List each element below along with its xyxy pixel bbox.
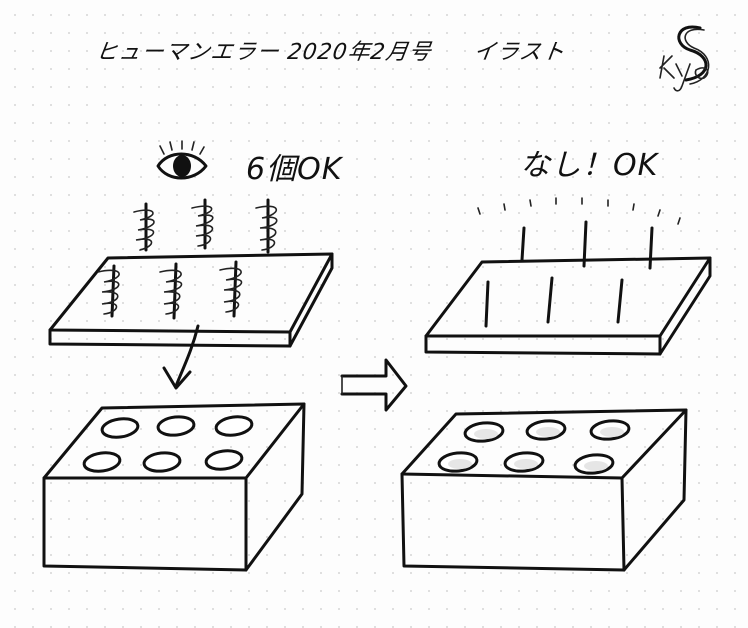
kyo-signature-icon	[659, 25, 710, 92]
right-pin-3	[648, 226, 654, 270]
left-pin-4	[97, 264, 120, 318]
left-pin-5	[159, 262, 183, 320]
left-pin-1	[133, 202, 155, 252]
left-pin-2	[191, 198, 214, 250]
left-pin-6	[219, 260, 243, 318]
right-pin-6	[616, 278, 624, 324]
down-arrow-icon	[162, 324, 200, 390]
right-pin-4	[484, 280, 490, 328]
double-arrow-right-icon	[340, 358, 408, 412]
left-hole-block	[42, 402, 306, 572]
left-pin-plate	[48, 252, 334, 348]
right-pin-5	[546, 276, 554, 324]
right-sparkle-marks	[477, 197, 681, 225]
right-hole-block	[400, 408, 688, 572]
right-pin-plate	[424, 256, 712, 356]
right-pin-2	[582, 220, 588, 268]
left-pin-3	[255, 198, 278, 254]
eye-icon	[156, 140, 208, 180]
right-pin-1	[520, 226, 526, 262]
left-panel-label: 6個OK	[246, 152, 343, 187]
right-panel-label: なし！OK	[520, 148, 659, 183]
